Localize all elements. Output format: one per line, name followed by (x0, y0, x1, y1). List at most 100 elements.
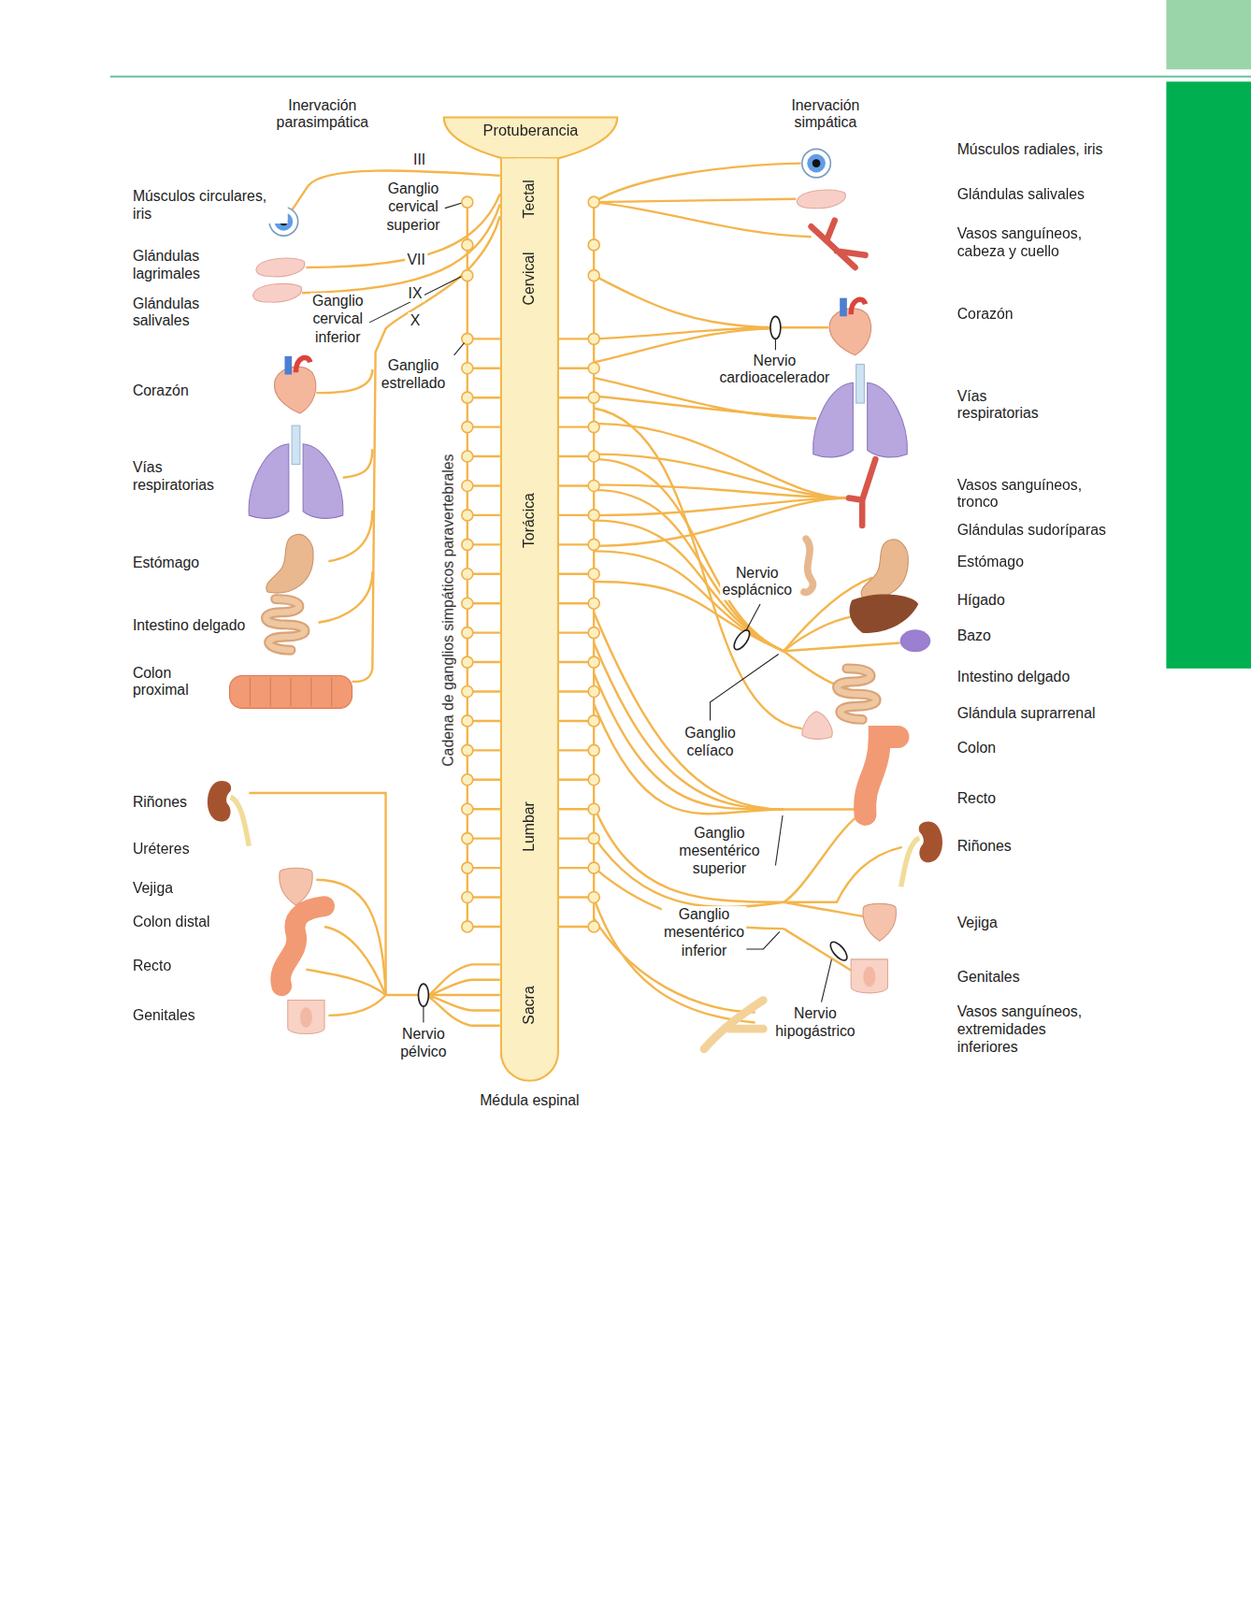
organ-label: Hígado (955, 591, 1007, 610)
ganglion-dot (588, 270, 600, 282)
organ-label: Glándulas salivales (130, 294, 238, 331)
ganglion-dot (588, 715, 600, 727)
organ-label: IX (405, 284, 424, 302)
pons-shape: Protuberancia (444, 117, 619, 159)
ganglion-dot (461, 196, 474, 208)
ganglion-dot (588, 833, 600, 845)
organ-label: Glándulas lagrimales (130, 247, 238, 284)
organ-label: Intestino delgado (130, 617, 248, 635)
organ-label: Genitales (130, 1006, 198, 1025)
ganglion-dot (588, 332, 600, 345)
organ-label: VII (404, 250, 428, 269)
organ-label: Vejiga (130, 879, 175, 898)
organ-label: Genitales (955, 968, 1022, 987)
organ-label: Riñones (130, 793, 189, 812)
cord-segment-label: Torácica (520, 492, 539, 548)
organ-label: Vasos sanguíneos, tronco (955, 476, 1113, 513)
ganglion-dot (588, 920, 600, 933)
ganglion-dot (588, 774, 600, 786)
ganglion-nerve-label: Nervio hipogástrico (773, 1005, 858, 1041)
nerve-line (593, 454, 849, 499)
organ-label: Vías respiratorias (130, 459, 247, 495)
ganglion-dot (461, 509, 474, 521)
ganglion-nerve-label: Nervio cardioacelerador (717, 352, 832, 389)
ganglion-dot (461, 656, 474, 668)
ganglion-dot (588, 597, 600, 609)
nerve-line (593, 498, 849, 547)
organ-label: Músculos radiales, iris (955, 141, 1113, 159)
ganglion-dot (461, 538, 474, 550)
cord-segment-label: Cervical (520, 251, 539, 305)
ganglion-dot (588, 391, 600, 403)
ganglion-nerve-label: Inervación simpática (789, 97, 862, 133)
organ-label: Glándula suprarrenal (955, 704, 1098, 723)
organ-label: Uréteres (130, 840, 192, 859)
ganglion-dot (461, 920, 474, 933)
organ-label: Glándulas sudoríparas (955, 521, 1109, 540)
cord-segment-label: Sacra (520, 985, 539, 1024)
ganglion-dot (588, 421, 600, 433)
ganglion-nerve-label: Ganglio mesentérico inferior (661, 905, 748, 960)
cord-segment-label: Médula espinal (477, 1092, 582, 1110)
organ-label: Corazón (955, 304, 1016, 323)
ganglion-nerve-label: Inervación parasimpática (273, 97, 371, 133)
ganglion-dot (588, 685, 600, 697)
ganglion-dot (588, 656, 600, 668)
ganglion-nerve-label: Ganglio mesentérico superior (676, 824, 763, 878)
ganglion-dot (461, 891, 474, 904)
chain-label: Cadena de ganglios simpáticos paraverteb… (440, 451, 459, 769)
organ-label: Recto (130, 957, 174, 976)
ganglion-dot (461, 391, 474, 403)
ganglion-dot (461, 744, 474, 756)
ganglion-dot (461, 715, 474, 727)
nerve-line (593, 498, 849, 517)
organ-label: Intestino delgado (955, 668, 1073, 687)
ganglion-nerve-label: Nervio esplácnico (719, 564, 794, 601)
ganglion-dot (461, 685, 474, 697)
ganglion-dot (588, 891, 600, 904)
organ-label: Corazón (130, 382, 191, 401)
pons-label: Protuberancia (483, 121, 579, 141)
ganglion-dot (588, 803, 600, 815)
ganglion-dot (588, 862, 600, 874)
organ-label: X (408, 312, 423, 331)
nerve-line (593, 423, 849, 499)
ganglion-nerve-label: Nervio pélvico (398, 1025, 449, 1062)
ganglion-dot (588, 744, 600, 756)
ganglion-nerve-label: Ganglio estrellado (379, 357, 448, 393)
pons-path (444, 117, 619, 159)
ganglion-dot (588, 362, 600, 374)
cord-segment-label: Lumbar (520, 801, 539, 852)
ganglion-nerve-label: Ganglio cervical inferior (310, 292, 366, 346)
ganglion-dot (461, 833, 474, 845)
organ-label: Estómago (130, 554, 202, 573)
organ-label: Glándulas salivales (955, 186, 1088, 204)
ganglion-dot (461, 239, 474, 251)
ganglion-dot (588, 450, 600, 462)
ganglion-dot (461, 332, 474, 345)
cord-segment-label: Tectal (520, 179, 539, 218)
organ-label: Músculos circulares, iris (130, 187, 288, 224)
organ-label: Estómago (955, 553, 1027, 572)
ganglion-dot (461, 862, 474, 874)
organ-label: Vejiga (955, 914, 1000, 933)
ganglion-dot (461, 803, 474, 815)
organ-label: Vasos sanguíneos, extremidades inferiore… (955, 1003, 1113, 1057)
ganglion-dot (588, 196, 600, 208)
ganglion-dot (461, 270, 474, 282)
organ-label: Vasos sanguíneos, cabeza y cuello (955, 225, 1113, 261)
ganglion-dot (461, 421, 474, 433)
organ-label: III (411, 151, 429, 170)
ganglion-dot (461, 627, 474, 639)
ganglion-dot (461, 774, 474, 786)
ganglion-dot (588, 627, 600, 639)
ganglion-nerve-label: Ganglio cervical superior (384, 180, 443, 234)
nerve-line (593, 459, 784, 651)
ganglion-dot (461, 362, 474, 374)
ganglion-dot (461, 450, 474, 462)
organ-label: Colon distal (130, 913, 213, 932)
nerve-line (593, 612, 784, 810)
ganglion-dot (588, 479, 600, 491)
nerve-line (593, 643, 784, 810)
